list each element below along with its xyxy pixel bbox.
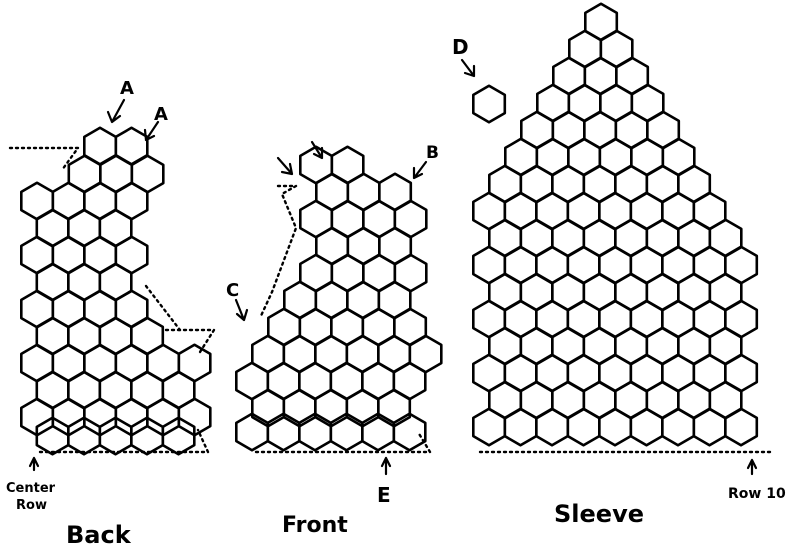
label-d: D [452, 35, 469, 59]
label-center-row-1: Center [6, 481, 56, 496]
front-hex [251, 388, 286, 428]
front-hex [297, 412, 333, 452]
arrow-front-2 [310, 140, 324, 160]
arrow-row10 [746, 458, 758, 476]
sleeve-hex [597, 407, 633, 447]
arrow-e [380, 456, 392, 476]
dotted-guides [8, 146, 772, 454]
arrow-c [234, 298, 249, 322]
front-hex [266, 412, 301, 452]
sleeve-hex [503, 407, 538, 447]
arrows [28, 58, 758, 476]
front-hex [235, 412, 270, 452]
label-a-right: A [154, 104, 168, 125]
front-neck-dotted [258, 184, 301, 320]
front-hex [329, 412, 364, 452]
label-row10: Row 10 [728, 486, 786, 502]
front-hex [392, 412, 427, 452]
arrow-center-row [28, 456, 40, 472]
label-a-upper: A [120, 78, 134, 99]
back-hex [177, 397, 212, 437]
title-sleeve: Sleeve [554, 500, 644, 528]
front-hex [282, 388, 317, 428]
front-hex [313, 388, 349, 428]
label-e: E [377, 483, 391, 507]
sleeve-hex [723, 407, 759, 447]
front-hem-dotted [254, 430, 433, 454]
front-hex [345, 388, 380, 428]
label-center-row-2: Row [16, 498, 47, 513]
arrow-a-upper [106, 98, 126, 124]
title-back: Back [66, 521, 132, 549]
front-hex [376, 388, 412, 428]
sleeve-hex [566, 407, 601, 447]
sleeve-hex [534, 407, 570, 447]
sleeve-hex [660, 407, 696, 447]
sleeve-hex [471, 407, 507, 447]
back-hem-dotted [38, 428, 210, 454]
labels: A A B C D E Center Row Row 10 Back Front… [6, 35, 786, 549]
back-hex [161, 416, 196, 456]
arrow-d [460, 58, 476, 78]
hexagon-grids [19, 2, 759, 456]
title-front: Front [282, 513, 348, 538]
arrow-b [412, 160, 428, 180]
label-c: C [226, 280, 239, 301]
label-b: B [426, 143, 439, 163]
sleeve-hex [629, 407, 664, 447]
sleeve-hex [471, 84, 507, 124]
sleeve-hex [692, 407, 727, 447]
arrow-front-1 [276, 156, 294, 176]
back-armhole-dotted-slope [144, 284, 182, 332]
back-armhole-dotted-ledge [164, 328, 217, 354]
front-hex [360, 412, 396, 452]
arrow-a-right [143, 120, 160, 142]
back-shoulder-dotted [8, 146, 81, 172]
